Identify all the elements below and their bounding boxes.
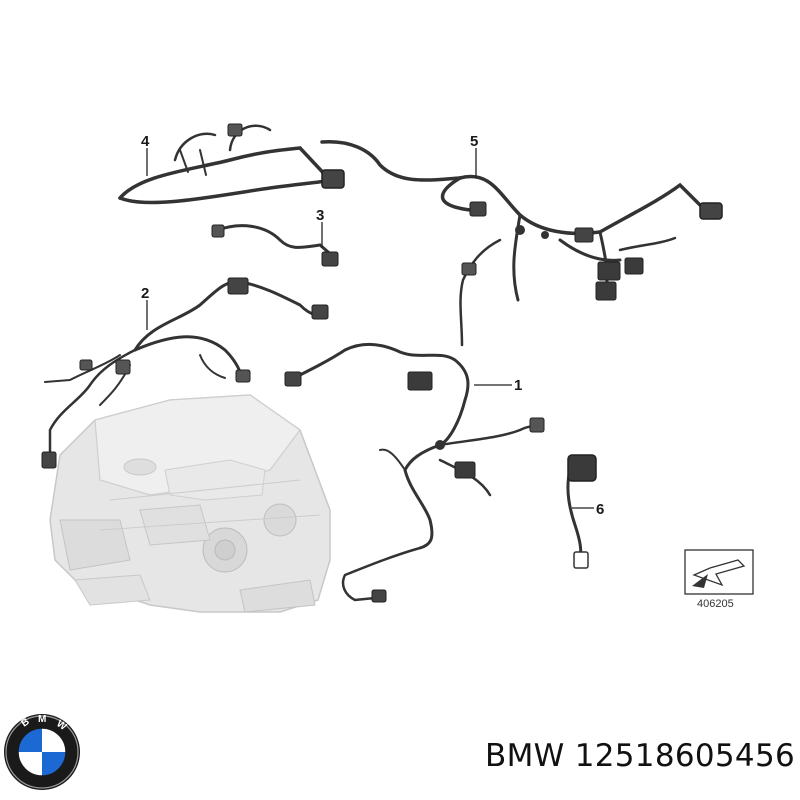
harness-6 bbox=[566, 454, 597, 569]
harness-5 bbox=[320, 140, 723, 347]
harness-1 bbox=[284, 342, 545, 603]
engine-illustration bbox=[49, 394, 331, 613]
bmw-logo-icon: B M W bbox=[4, 714, 80, 790]
callout-6: 6 bbox=[596, 501, 604, 518]
harness-2 bbox=[41, 277, 329, 469]
callout-labels: 1 2 3 4 5 6 bbox=[141, 133, 604, 518]
arrow-reference-icon bbox=[692, 559, 746, 588]
callout-1: 1 bbox=[514, 377, 522, 394]
reference-number: 406205 bbox=[697, 598, 734, 610]
harness-3 bbox=[211, 224, 339, 267]
callout-4: 4 bbox=[141, 133, 150, 150]
part-number: 12518605456 bbox=[574, 738, 795, 774]
harness-4 bbox=[118, 123, 345, 205]
callout-3: 3 bbox=[316, 207, 324, 224]
part-caption: BMW 12518605456 bbox=[410, 738, 795, 774]
callout-5: 5 bbox=[470, 133, 478, 150]
reference-box: 406205 bbox=[684, 549, 754, 610]
svg-text:M: M bbox=[38, 714, 46, 725]
leader-lines bbox=[146, 148, 594, 509]
brand-name: BMW bbox=[485, 738, 565, 774]
callout-2: 2 bbox=[141, 285, 149, 302]
